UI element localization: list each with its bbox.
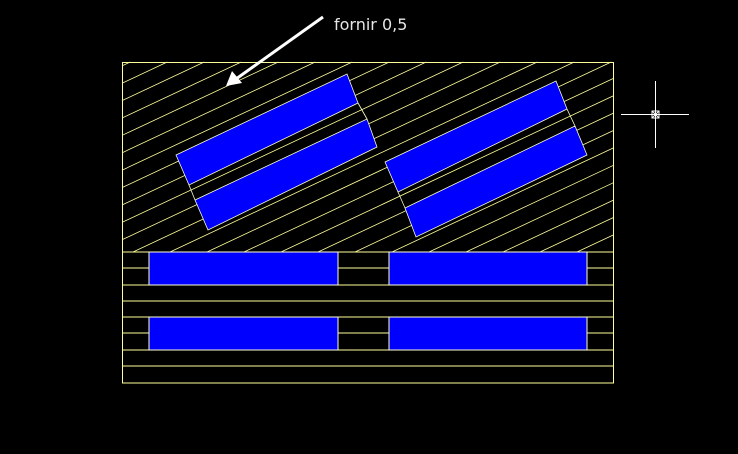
hatch-line: [121, 61, 279, 136]
hatch-line: [121, 61, 316, 154]
outer-boundary: [122, 62, 614, 384]
hatch-line: [576, 234, 615, 253]
leader-arrow-icon: [226, 15, 324, 86]
flat-strip[interactable]: [148, 316, 339, 351]
flat-strips: [148, 251, 588, 351]
hatch-line: [121, 61, 464, 223]
flat-strip[interactable]: [388, 251, 588, 286]
hatch-line: [502, 199, 615, 253]
hatch-line: [428, 164, 615, 253]
hatch-line: [465, 182, 615, 253]
crosshair-cursor-icon: [621, 81, 689, 148]
hatch-line: [121, 61, 242, 119]
annotation-label: fornir 0,5: [334, 15, 408, 34]
strip-edge: [566, 108, 576, 127]
hatch-line: [280, 95, 615, 253]
flat-strip[interactable]: [388, 316, 588, 351]
tilted-strip[interactable]: [404, 125, 588, 238]
strip-edge: [188, 184, 196, 201]
strip-edge: [357, 102, 368, 120]
strip-edge: [397, 191, 406, 209]
hatch-line: [121, 61, 353, 171]
hatch-line: [169, 61, 575, 253]
hatch-line: [539, 216, 615, 253]
tilted-strips-left: [175, 73, 378, 231]
tilted-strip[interactable]: [194, 118, 378, 231]
tilted-strips-right: [384, 80, 588, 238]
hatch-line: [121, 61, 168, 84]
hatch-line: [121, 61, 205, 102]
flat-strip[interactable]: [148, 251, 339, 286]
hatch-line: [391, 147, 615, 253]
